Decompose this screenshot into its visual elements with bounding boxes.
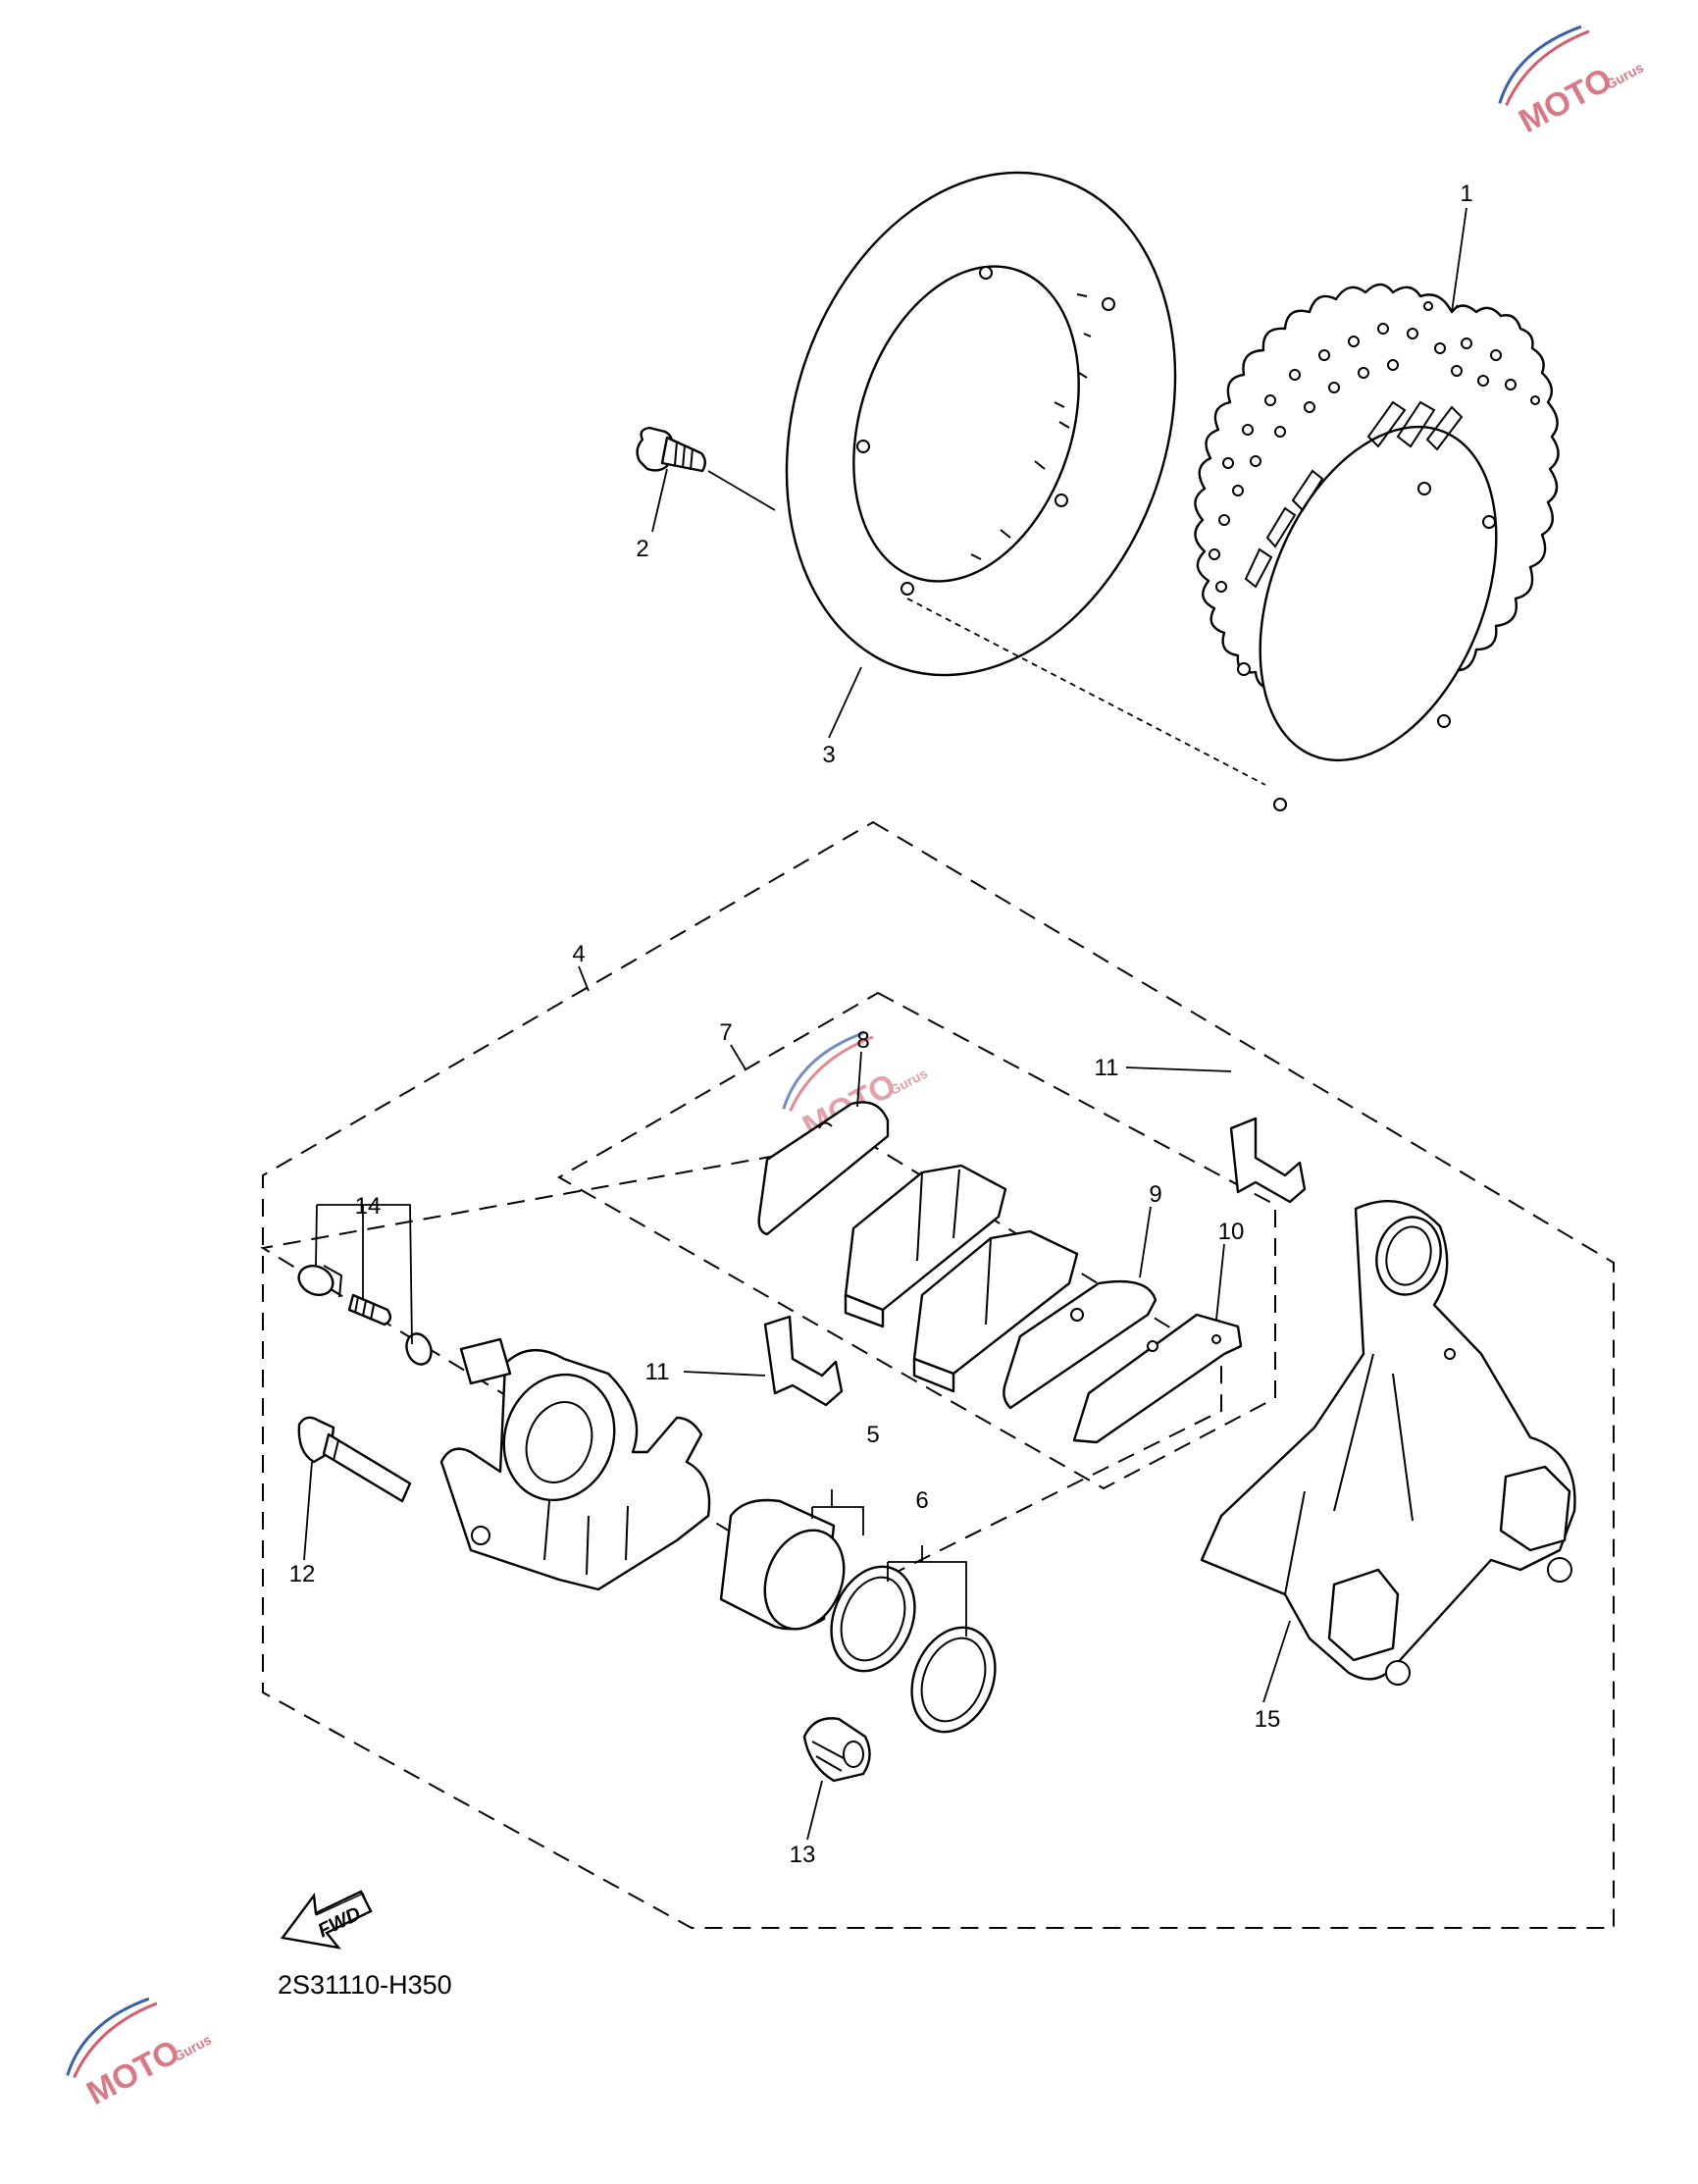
disc-bolt [636, 426, 706, 473]
rotor-holes [1209, 301, 1540, 811]
pad-spring-lower [763, 1315, 844, 1407]
watermark-sub: Gurus [171, 2031, 214, 2064]
watermark-logo-top: MOTO Gurus [1498, 25, 1646, 140]
brake-pad-b [912, 1229, 1079, 1393]
callout-10: 10 [1218, 1219, 1245, 1245]
brake-pad-shim-8 [757, 1101, 890, 1236]
caliper-piston [719, 1498, 846, 1631]
watermark-logo-bottom: MOTO Gurus [66, 1997, 214, 2112]
caliper-assembly-outline [262, 820, 1615, 1929]
dust-seal [910, 1626, 997, 1734]
callout-9: 9 [1149, 1181, 1161, 1208]
piston-seal [830, 1565, 916, 1673]
pad-kit-outline [556, 991, 1276, 1490]
bleed-screw-set [297, 1265, 433, 1366]
callout-11-upper: 11 [1095, 1055, 1119, 1081]
callout-1: 1 [1460, 181, 1472, 207]
callout-labels: 1 2 3 4 5 6 7 8 9 10 11 11 12 13 14 15 [289, 181, 1473, 1868]
callout-11-lower: 11 [645, 1359, 670, 1385]
callout-8: 8 [856, 1027, 869, 1054]
drawing-code: 2S31110-H350 [278, 1970, 452, 2000]
callout-15: 15 [1255, 1706, 1281, 1733]
caliper-slide-pin [297, 1416, 412, 1503]
pin-boot [802, 1717, 871, 1783]
callout-13: 13 [790, 1842, 816, 1868]
inner-subassembly-outline [260, 1138, 1222, 1601]
callout-3: 3 [822, 742, 835, 768]
brake-pad-a [844, 1164, 1007, 1328]
brake-disc-ring [785, 171, 1177, 677]
watermark-sub: Gurus [1603, 59, 1646, 92]
leader-lines [303, 207, 1467, 1841]
callout-2: 2 [636, 536, 648, 562]
callout-12: 12 [289, 1561, 316, 1587]
caliper-body [439, 1337, 711, 1591]
caliper-bracket [1200, 1199, 1576, 1686]
callout-4: 4 [572, 941, 585, 967]
callout-7: 7 [719, 1019, 732, 1046]
pad-spring-upper [1229, 1117, 1307, 1204]
callout-5: 5 [866, 1422, 879, 1448]
callout-6: 6 [915, 1487, 928, 1514]
callout-14: 14 [355, 1193, 382, 1220]
brake-pad-shim-9 [1003, 1279, 1158, 1410]
brake-pad-shim-10 [1072, 1313, 1243, 1444]
brake-disc-rotor [1194, 283, 1560, 811]
fwd-arrow-icon: FWD [280, 1890, 373, 1950]
watermark-sub: Gurus [887, 1065, 930, 1098]
